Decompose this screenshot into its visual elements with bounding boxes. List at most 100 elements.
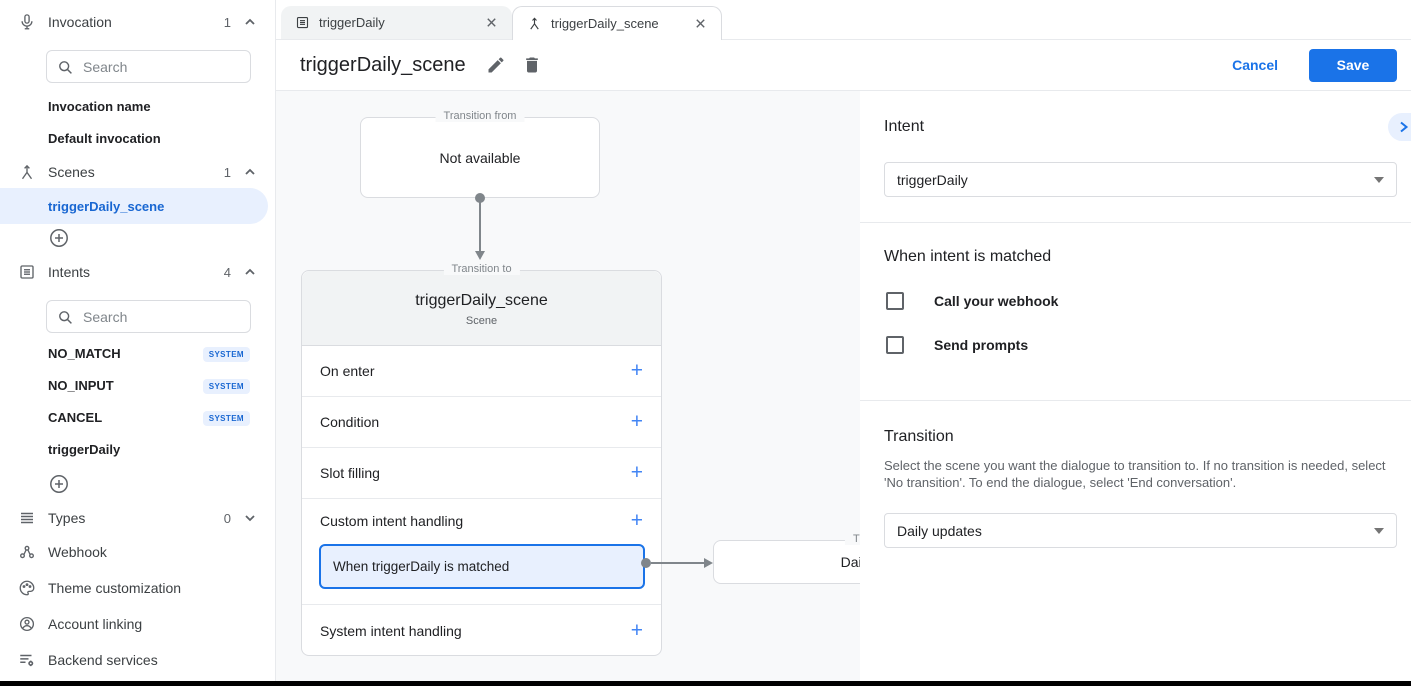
- transition-select-value: Daily updates: [897, 522, 982, 539]
- chevron-down-icon[interactable]: [243, 511, 257, 525]
- sidebar-section-label: Invocation: [48, 14, 112, 30]
- transition-description: Select the scene you want the dialogue t…: [884, 458, 1386, 490]
- sidebar-section-scenes[interactable]: Scenes 1: [0, 158, 275, 186]
- section-count: 1: [223, 164, 231, 180]
- intent-handler-when-triggerdaily-matched[interactable]: When triggerDaily is matched: [319, 544, 645, 589]
- intent-list-icon: [296, 16, 309, 29]
- selected-scene-label: triggerDaily_scene: [48, 198, 165, 214]
- caret-down-icon: [1374, 527, 1384, 534]
- sidebar-section-label: Types: [48, 510, 86, 526]
- system-badge: SYSTEM: [202, 347, 250, 362]
- connector-dot: [475, 193, 485, 203]
- transition-to-legend: Transition to: [443, 263, 520, 275]
- cancel-button[interactable]: Cancel: [1232, 57, 1278, 73]
- intent-select[interactable]: triggerDaily: [884, 162, 1397, 197]
- scene-row-on-enter: On enter: [302, 346, 661, 397]
- add-scene-icon[interactable]: [49, 228, 69, 248]
- call-webhook-checkbox[interactable]: [886, 292, 904, 310]
- section-count: 1: [223, 14, 231, 30]
- chevron-up-icon[interactable]: [243, 15, 257, 29]
- call-webhook-checkbox-row[interactable]: Call your webhook: [886, 292, 1058, 310]
- connector-line-horizontal: [651, 562, 704, 564]
- intents-search[interactable]: [46, 300, 251, 333]
- add-condition-button[interactable]: [631, 412, 643, 432]
- search-input[interactable]: [83, 58, 223, 75]
- add-slot-filling-button[interactable]: [631, 463, 643, 483]
- scene-row-condition: Condition: [302, 397, 661, 448]
- sidebar-section-label: Scenes: [48, 164, 95, 180]
- trash-icon[interactable]: [522, 55, 542, 75]
- bottom-edge-bar: [0, 681, 1411, 686]
- tab-triggerdaily-scene[interactable]: triggerDaily_scene: [512, 6, 722, 40]
- sidebar-item-cancel-intent[interactable]: CANCEL SYSTEM: [0, 410, 275, 430]
- add-on-enter-button[interactable]: [631, 361, 643, 381]
- tab-triggerdaily[interactable]: triggerDaily: [281, 6, 512, 39]
- scene-row-label: On enter: [320, 363, 375, 379]
- section-count: 0: [223, 510, 231, 526]
- sidebar-section-label: Intents: [48, 264, 91, 280]
- scene-row-label: Custom intent handling: [320, 512, 464, 529]
- transition-from-content: Not available: [439, 149, 521, 166]
- transition-from-box: Transition from Not available: [360, 110, 600, 198]
- collapse-panel-button[interactable]: [1388, 113, 1411, 141]
- sidebar-link-label: Theme customization: [48, 580, 182, 596]
- caret-down-icon: [1374, 176, 1384, 183]
- section-count: 4: [223, 264, 231, 280]
- add-custom-intent-button[interactable]: [631, 511, 643, 531]
- when-intent-matched-heading: When intent is matched: [884, 248, 1052, 265]
- scene-row-label: System intent handling: [320, 622, 462, 639]
- chevron-up-icon[interactable]: [243, 265, 257, 279]
- intent-label[interactable]: NO_INPUT: [48, 378, 114, 393]
- sidebar-item-default-invocation[interactable]: Default invocation: [48, 131, 161, 146]
- save-button[interactable]: Save: [1309, 48, 1397, 82]
- transition-target-box: Transition to Daily updates: [713, 533, 860, 584]
- arrow-right-icon: [704, 558, 713, 568]
- transition-heading: Transition: [884, 428, 954, 445]
- sidebar-item-triggerdaily-intent[interactable]: triggerDaily: [0, 442, 275, 462]
- list-icon: [21, 512, 33, 524]
- close-icon[interactable]: [485, 16, 498, 29]
- checkbox-label: Call your webhook: [934, 293, 1059, 309]
- tab-strip: triggerDaily triggerDaily_scene: [276, 0, 1411, 40]
- send-prompts-checkbox-row[interactable]: Send prompts: [886, 336, 1028, 354]
- microphone-icon: [21, 14, 33, 30]
- intent-list-icon: [20, 265, 34, 279]
- sidebar-item-triggerdaily-scene[interactable]: triggerDaily_scene: [0, 188, 268, 224]
- sidebar-item-invocation-name[interactable]: Invocation name: [48, 99, 151, 114]
- sidebar-item-account-linking[interactable]: Account linking: [0, 612, 275, 636]
- sidebar-item-backend-services[interactable]: Backend services: [0, 648, 275, 672]
- transition-select[interactable]: Daily updates: [884, 513, 1397, 548]
- send-prompts-checkbox[interactable]: [886, 336, 904, 354]
- tab-label: triggerDaily: [319, 15, 385, 30]
- sidebar-section-intents[interactable]: Intents 4: [0, 258, 275, 286]
- webhook-icon: [20, 545, 34, 559]
- system-badge: SYSTEM: [202, 379, 250, 394]
- scene-card: Transition to triggerDaily_scene Scene O…: [301, 263, 662, 656]
- scene-row-label: Condition: [320, 414, 380, 430]
- pencil-icon[interactable]: [486, 55, 506, 75]
- sidebar-item-no-input[interactable]: NO_INPUT SYSTEM: [0, 378, 275, 398]
- chevron-up-icon[interactable]: [243, 165, 257, 179]
- intent-label[interactable]: CANCEL: [48, 410, 103, 425]
- connector-dot: [641, 558, 651, 568]
- invocation-search[interactable]: [46, 50, 251, 83]
- search-input[interactable]: [83, 308, 223, 325]
- add-intent-icon[interactable]: [49, 474, 69, 494]
- add-system-intent-button[interactable]: [631, 621, 643, 641]
- sidebar-section-invocation[interactable]: Invocation 1: [0, 8, 275, 36]
- transition-from-legend: Transition from: [435, 110, 525, 122]
- chevron-right-icon: [1400, 121, 1409, 133]
- sidebar-item-theme-customization[interactable]: Theme customization: [0, 576, 275, 600]
- transition-target-content: Daily updates: [840, 554, 860, 570]
- scene-row-label: Slot filling: [320, 465, 380, 481]
- close-icon[interactable]: [694, 17, 707, 30]
- sidebar-item-webhook[interactable]: Webhook: [0, 540, 275, 564]
- palette-icon: [19, 580, 35, 596]
- sidebar-item-no-match[interactable]: NO_MATCH SYSTEM: [0, 346, 275, 366]
- checkbox-label: Send prompts: [934, 337, 1029, 353]
- transition-target-legend: Transition to: [844, 533, 860, 545]
- intent-label[interactable]: NO_MATCH: [48, 346, 121, 361]
- intent-label[interactable]: triggerDaily: [48, 442, 121, 457]
- sidebar-section-types[interactable]: Types 0: [0, 504, 275, 532]
